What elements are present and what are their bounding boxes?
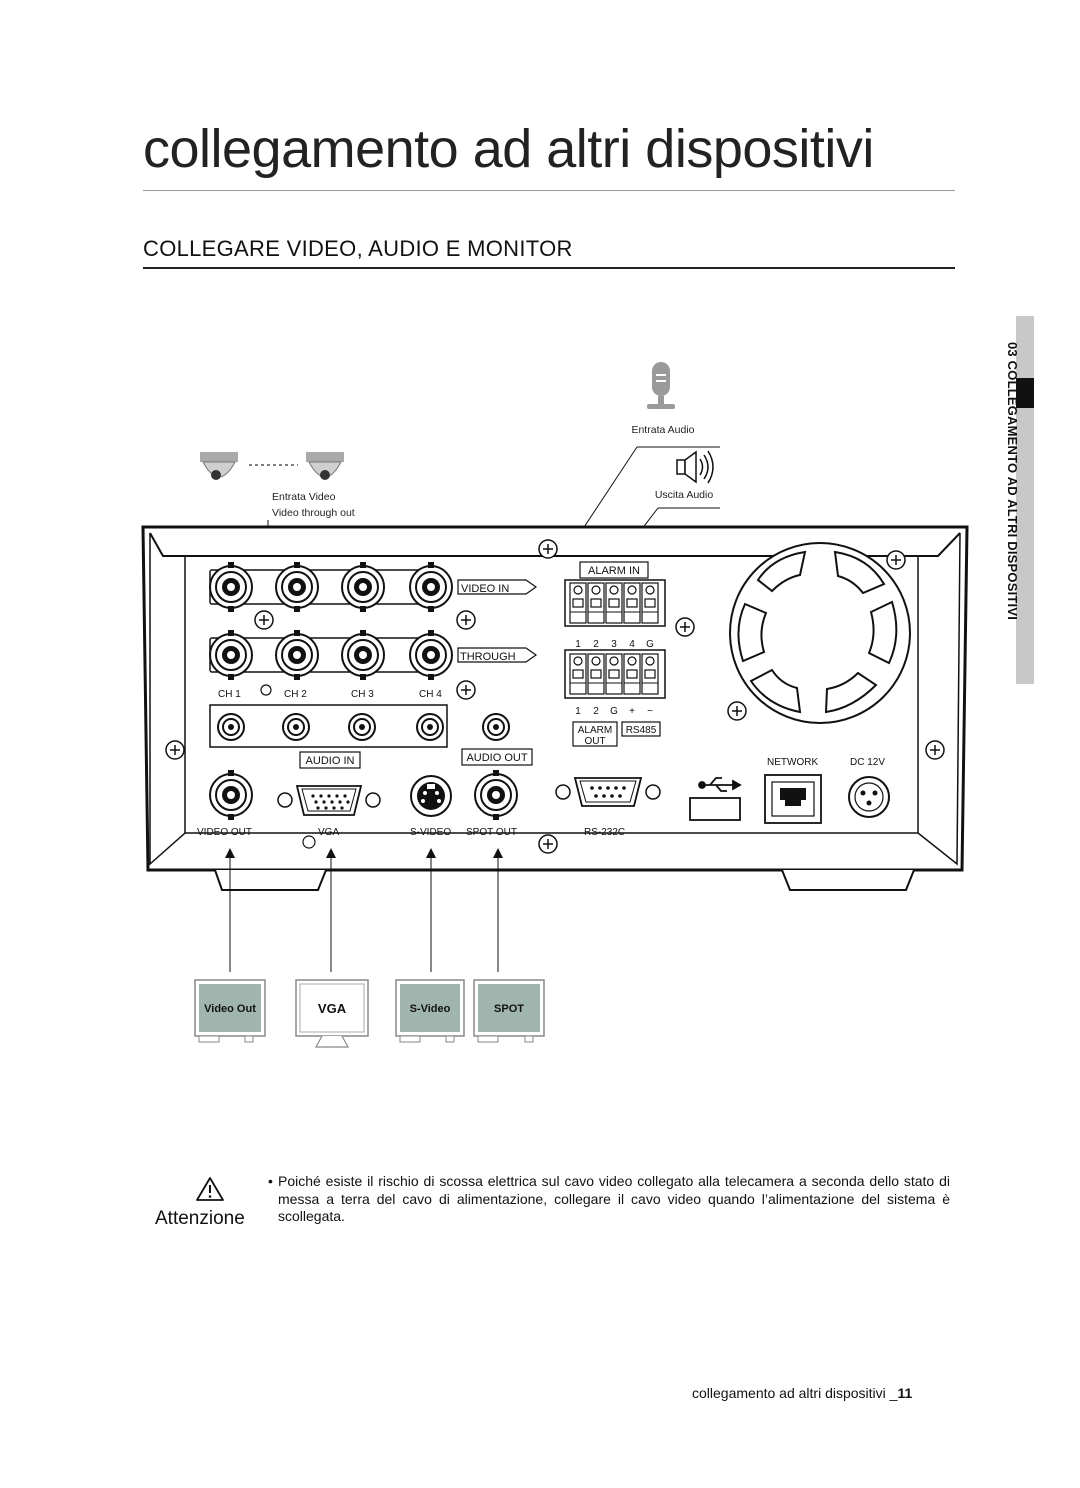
video-out-label: VIDEO OUT	[197, 827, 252, 838]
camera-icon	[306, 452, 344, 480]
usb-icon	[698, 777, 742, 792]
chapter-tab-marker	[1016, 378, 1034, 408]
footer-label: collegamento ad altri dispositivi _	[692, 1385, 898, 1401]
ch2-label: CH 2	[284, 689, 307, 700]
through-label: THROUGH	[460, 651, 516, 663]
alarm-out-terminal-labels: 1 2 G + −	[575, 706, 653, 717]
svg-text:G: G	[610, 706, 618, 717]
ch3-label: CH 3	[351, 689, 374, 700]
svg-text:2: 2	[593, 706, 599, 717]
svg-text:−: −	[647, 706, 653, 717]
vga-connector	[277, 785, 381, 816]
connection-diagram: Entrata Audio Uscita Audio Entrata Video…	[141, 362, 969, 1048]
chapter-tab-label: 03 COLLEGAMENTO AD ALTRI DISPOSITIVI	[1005, 342, 1020, 621]
svg-text:G: G	[646, 639, 654, 650]
fan-grille	[729, 542, 911, 724]
s-video-connector	[410, 775, 452, 817]
alarm-in-label: ALARM IN	[588, 565, 640, 577]
svg-text:+: +	[629, 706, 635, 717]
audio-out-connector	[482, 713, 510, 741]
dc12v-label: DC 12V	[850, 757, 885, 768]
monitor-video-out: Video Out	[194, 979, 266, 1043]
dc-power-port	[848, 776, 890, 818]
page-footer: collegamento ad altri dispositivi _11	[692, 1385, 912, 1401]
svg-text:3: 3	[611, 639, 617, 650]
rs232c-connector	[555, 777, 661, 807]
video-through-label: Video through out	[272, 507, 355, 519]
chapter-tab	[1016, 316, 1034, 684]
usb-port	[689, 797, 741, 821]
ch4-label: CH 4	[419, 689, 442, 700]
page-number: 11	[897, 1385, 913, 1401]
s-video-label: S-VIDEO	[410, 827, 451, 838]
video-in-device-label: Entrata Video	[272, 491, 336, 503]
audio-out-label: AUDIO OUT	[466, 752, 527, 764]
vga-label: VGA	[318, 827, 339, 838]
svg-text:1: 1	[575, 639, 581, 650]
audio-in-label: AUDIO IN	[306, 755, 355, 767]
svg-text:2: 2	[593, 639, 599, 650]
rs485-label: RS485	[626, 725, 657, 736]
audio-in-device-label: Entrata Audio	[631, 424, 694, 436]
alarm-in-terminals	[569, 582, 659, 624]
svg-text:SPOT: SPOT	[494, 1003, 524, 1015]
svg-text:Video Out: Video Out	[204, 1003, 256, 1015]
alarm-out-terminals	[569, 653, 659, 695]
audio-out-device-label: Uscita Audio	[655, 489, 714, 501]
svg-text:VGA: VGA	[318, 1001, 347, 1016]
section-rule	[143, 267, 955, 269]
microphone-icon	[647, 362, 675, 409]
alarm-out-label: ALARM	[578, 725, 612, 736]
spot-out-label: SPOT OUT	[466, 827, 517, 838]
camera-icon	[200, 452, 238, 480]
monitor-s-video: S-Video	[395, 979, 465, 1043]
alarm-out-label-line2: OUT	[584, 736, 605, 747]
page-title: collegamento ad altri dispositivi	[143, 119, 874, 179]
svg-text:S-Video: S-Video	[410, 1003, 451, 1015]
alarm-in-terminal-labels: 1 2 3 4 G	[575, 639, 654, 650]
network-label: NETWORK	[767, 757, 818, 768]
title-rule	[143, 190, 955, 191]
monitor-screen	[299, 983, 365, 1033]
warning-icon	[196, 1177, 224, 1201]
monitor-vga: VGA	[295, 979, 369, 1048]
rs232c-label: RS-232C	[584, 827, 625, 838]
monitor-spot: SPOT	[473, 979, 545, 1043]
video-in-label: VIDEO IN	[461, 583, 509, 595]
monitor-screen	[478, 984, 540, 1032]
caution-text: Poiché esiste il rischio di scossa elett…	[278, 1173, 950, 1224]
caution-bullet: •	[268, 1173, 273, 1189]
section-title: COLLEGARE VIDEO, AUDIO E MONITOR	[143, 236, 573, 261]
speaker-icon	[676, 450, 714, 484]
monitor-screen	[400, 984, 460, 1032]
svg-text:4: 4	[629, 639, 635, 650]
svg-text:1: 1	[575, 706, 581, 717]
ch1-label: CH 1	[218, 689, 241, 700]
caution-label: Attenzione	[155, 1208, 245, 1229]
monitor-screen	[199, 984, 261, 1032]
network-port	[764, 774, 822, 824]
